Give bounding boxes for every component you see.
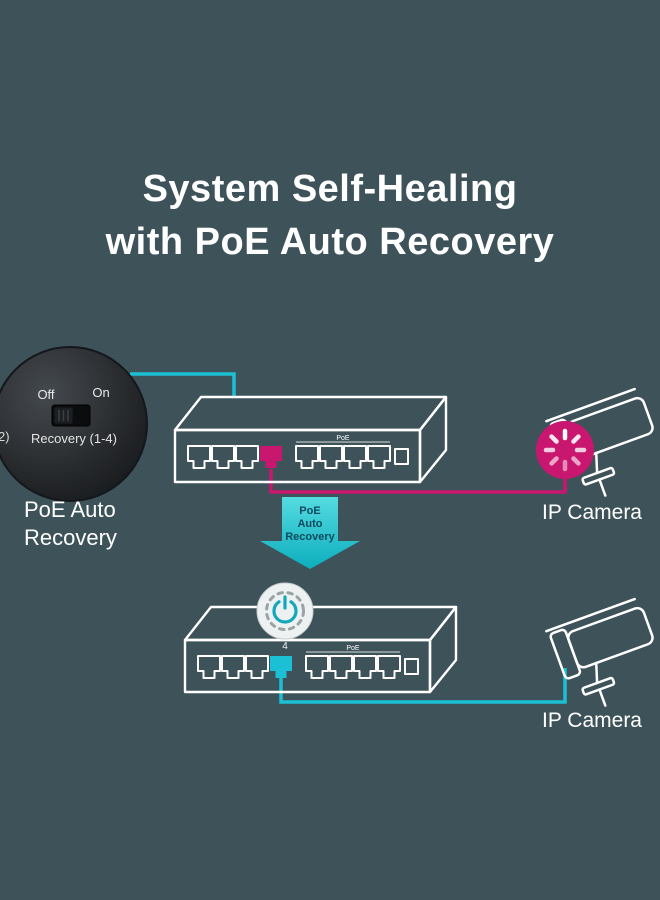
ethernet-port xyxy=(343,445,367,469)
ethernet-port xyxy=(329,655,353,679)
switch-side-face xyxy=(418,395,448,484)
ethernet-port xyxy=(367,445,391,469)
ip-camera-top-label: IP Camera xyxy=(542,501,642,524)
recovered-port-number: 4 xyxy=(282,641,288,652)
ethernet-port xyxy=(295,445,319,469)
clipped-port-range-label: 2) xyxy=(0,429,10,444)
recovery-range-label: Recovery (1-4) xyxy=(31,431,117,446)
switch-front-face xyxy=(183,638,432,694)
switch-top-face xyxy=(183,605,458,642)
off-label: Off xyxy=(37,387,54,402)
poe-switch-bottom: PoE xyxy=(183,605,458,694)
switch-front-face xyxy=(173,428,422,484)
arrow-text-line-2: Auto xyxy=(297,518,322,530)
on-label: On xyxy=(92,385,109,400)
recovery-toggle-switch xyxy=(51,404,91,427)
ethernet-port xyxy=(197,655,221,679)
failed-poe-port xyxy=(260,446,282,468)
ethernet-port xyxy=(245,655,269,679)
camera-loading-spinner-icon xyxy=(536,421,594,479)
auto-restart-badge xyxy=(256,582,314,640)
title-line-1: System Self-Healing xyxy=(142,168,518,210)
page-title: System Self-Healing with PoE Auto Recove… xyxy=(0,163,660,269)
title-line-2: with PoE Auto Recovery xyxy=(105,221,555,263)
arrow-text-line-1: PoE xyxy=(299,505,320,517)
poe-switch-top: PoE xyxy=(173,395,448,484)
poe-group-label: PoE xyxy=(346,645,360,652)
ethernet-port xyxy=(235,445,259,469)
ethernet-port xyxy=(187,445,211,469)
ethernet-port xyxy=(377,655,401,679)
ethernet-port xyxy=(221,655,245,679)
power-socket xyxy=(404,658,419,675)
inset-caption-line-1: PoE Auto xyxy=(24,497,116,522)
switch-side-face xyxy=(428,605,458,694)
power-socket xyxy=(394,448,409,465)
ethernet-port xyxy=(353,655,377,679)
ip-camera-bottom-label: IP Camera xyxy=(542,709,642,732)
inset-caption-line-2: Recovery xyxy=(24,525,117,550)
power-restart-icon xyxy=(272,595,298,624)
switch-top-face xyxy=(173,395,448,432)
auto-recovery-arrow: PoE Auto Recovery xyxy=(260,497,360,569)
ethernet-port xyxy=(305,655,329,679)
rotation-dashes-icon xyxy=(265,591,305,631)
down-arrow-icon xyxy=(260,497,360,569)
inset-to-switch-connector xyxy=(130,372,236,398)
ethernet-port xyxy=(211,445,235,469)
switch-to-camera-link-failed xyxy=(269,469,567,494)
arrow-text-line-3: Recovery xyxy=(285,531,335,543)
ethernet-port xyxy=(319,445,343,469)
recovered-poe-port xyxy=(270,656,292,678)
switch-detail-inset: Off On 2) Recovery (1-4) xyxy=(0,346,148,502)
switch-to-camera-link-recovered xyxy=(279,668,567,704)
poe-group-label: PoE xyxy=(336,435,350,442)
